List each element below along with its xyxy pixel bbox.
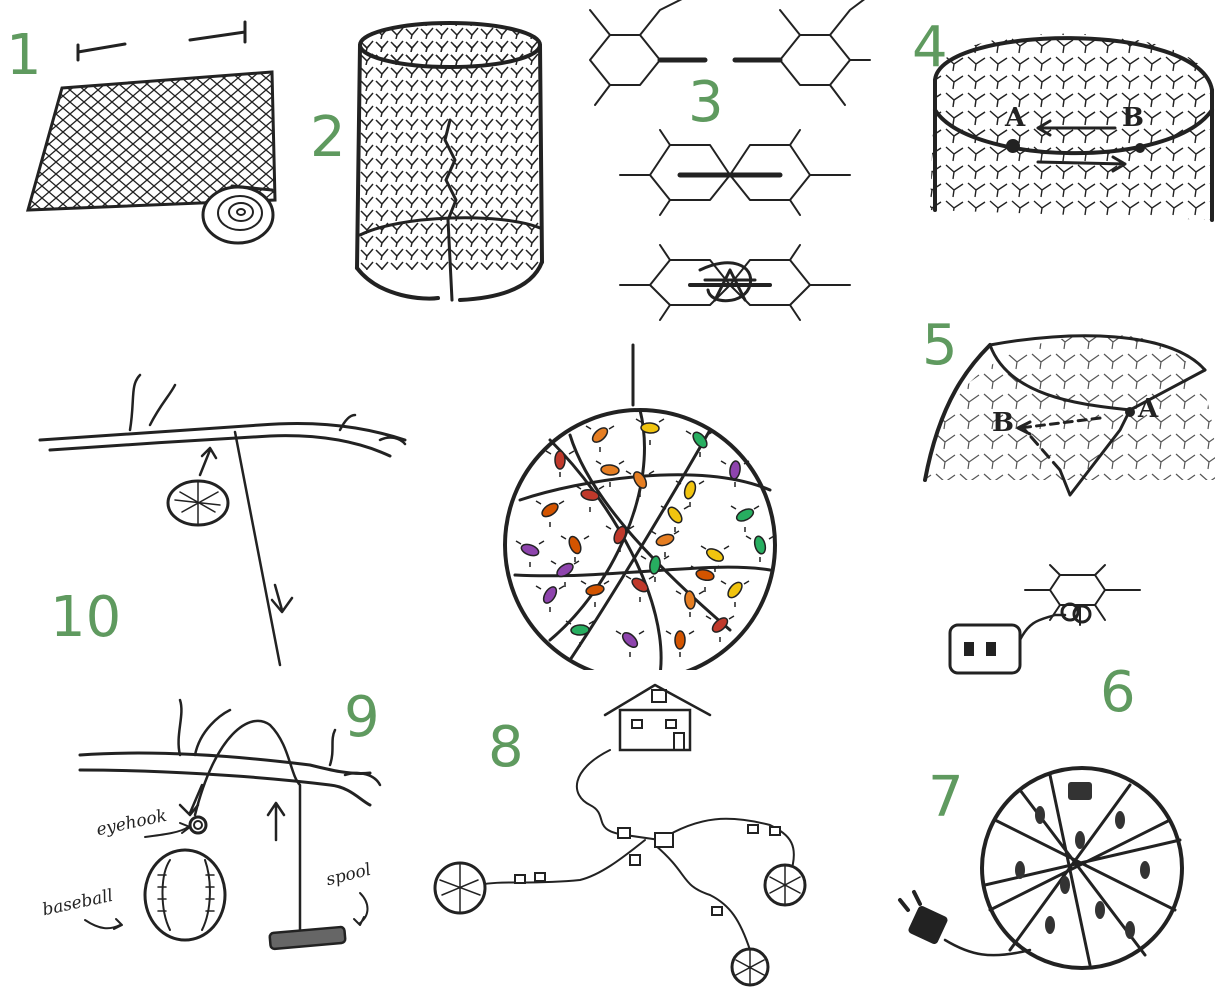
- panel-finished-lit-ball: [490, 340, 790, 670]
- netting-roll-illustration: [0, 0, 300, 260]
- panel-2-netting-cylinder: 2: [300, 0, 570, 310]
- plug-attach-illustration: [930, 560, 1219, 720]
- light-bulb: [641, 422, 660, 433]
- light-bulb: [675, 631, 685, 649]
- marker-b-label: B: [1122, 105, 1144, 131]
- line-over-branch-illustration: [30, 360, 410, 670]
- hex-mesh-illustration: [580, 0, 880, 330]
- marker-a-label: A: [1005, 105, 1025, 131]
- wrapped-ball-illustration: [890, 760, 1219, 987]
- marker-a-label-step5: A: [1138, 396, 1158, 422]
- panel-1-rolled-netting: 1: [0, 0, 300, 260]
- connect-to-house-illustration: [430, 675, 820, 987]
- panel-6-plug-attach: 6: [930, 560, 1219, 720]
- light-bulb: [571, 625, 589, 636]
- wrap-top-illustration: [900, 0, 1219, 240]
- panel-9-baseball-throw: 9 eyehook baseball spool: [30, 675, 410, 987]
- panel-3-mesh-joining: 3: [580, 0, 880, 330]
- fold-corner-illustration: [910, 310, 1219, 510]
- netting-cylinder-illustration: [300, 0, 570, 310]
- panel-8-connect-to-house: 8: [430, 675, 820, 987]
- light-bulb: [555, 451, 565, 469]
- panel-10-line-over-branch: 10: [30, 360, 410, 670]
- lit-ball-illustration: [490, 340, 790, 670]
- baseball-throw-illustration: [30, 675, 410, 987]
- panel-5-fold-corner: 5 B A: [910, 310, 1219, 510]
- panel-4-wrap-top: 4 A B: [900, 0, 1219, 240]
- marker-b-label-step5: B: [992, 410, 1014, 436]
- panel-7-wrapped-ball: 7: [890, 760, 1219, 987]
